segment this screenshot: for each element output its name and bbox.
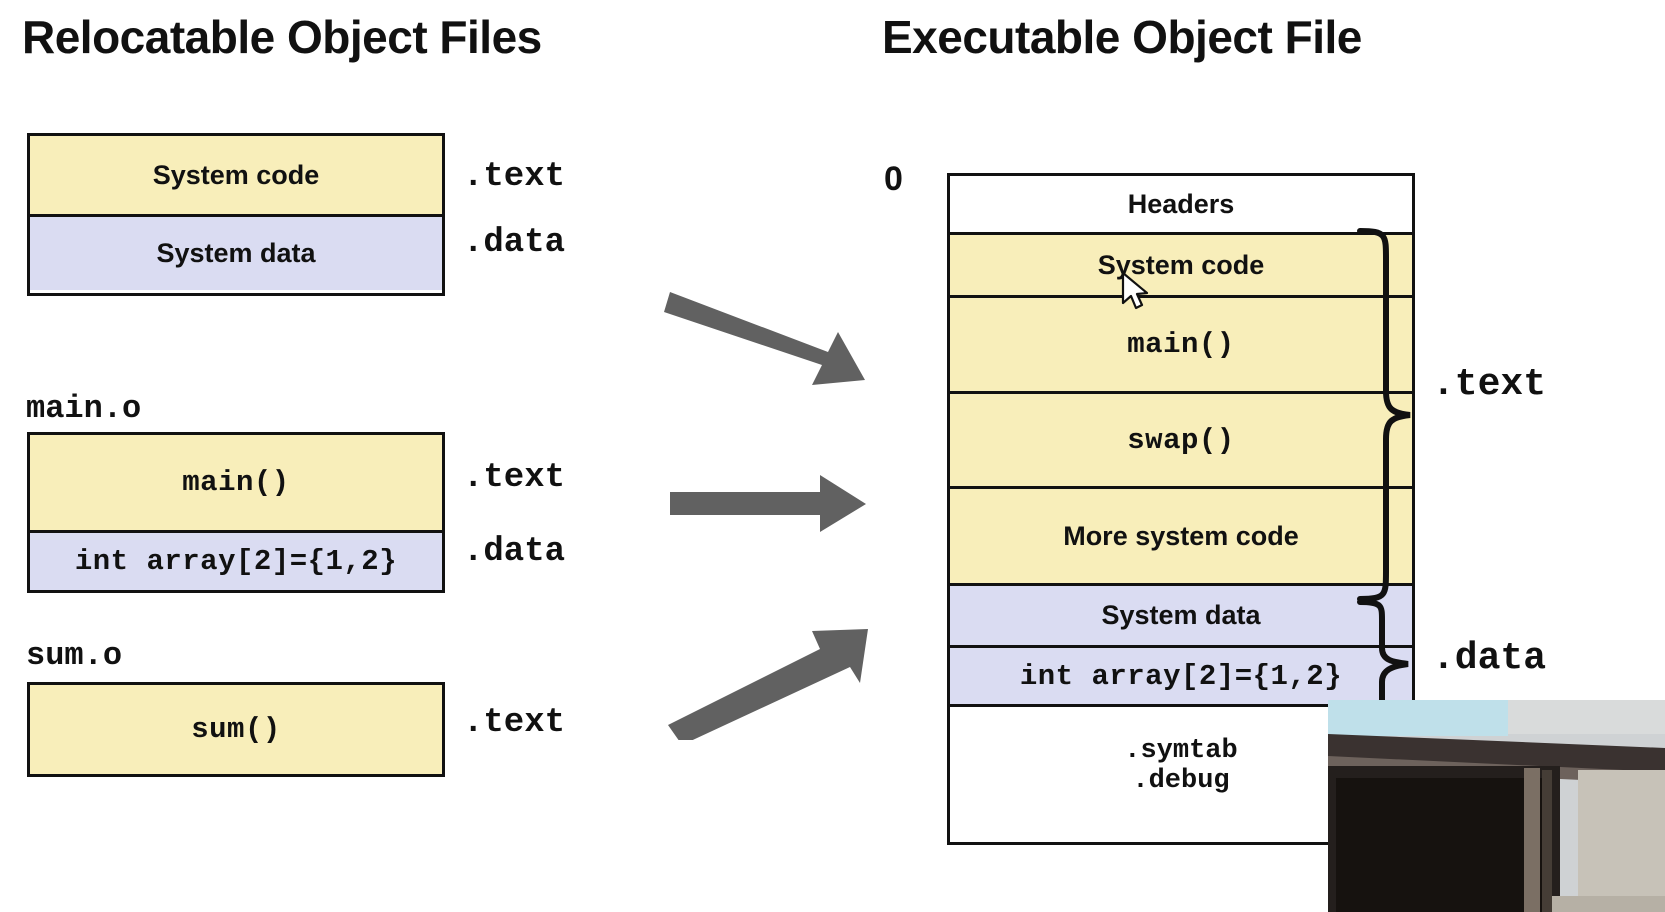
- page-title-right: Executable Object File: [882, 11, 1362, 63]
- section-note-text-1: .text: [463, 158, 566, 196]
- origin-address-label: 0: [884, 160, 903, 198]
- section-note-data-2: .data: [463, 533, 566, 571]
- arrow-sum-to-exec: [668, 629, 868, 740]
- text-brace-note: .text: [1432, 363, 1547, 406]
- section-label-debug: .debug: [1132, 765, 1230, 796]
- section-label: int array[2]={1,2}: [1019, 659, 1343, 693]
- relocatable-file-main-box: main() int array[2]={1,2}: [27, 432, 445, 593]
- section-label: System code: [1097, 249, 1265, 280]
- exec-row-main: main(): [950, 295, 1412, 391]
- page-title-left: Relocatable Object Files: [22, 11, 542, 63]
- exec-row-headers: Headers: [950, 176, 1412, 232]
- file-name-main-o: main.o: [26, 390, 142, 427]
- section-label: Headers: [1127, 188, 1235, 219]
- section-row-system-code: System code: [30, 136, 442, 214]
- section-note-data-1: .data: [463, 224, 566, 262]
- arrow-system-to-exec: [664, 292, 865, 385]
- webcam-pip-overlay[interactable]: [1328, 700, 1665, 912]
- text-brace: [1357, 228, 1411, 602]
- section-row-sum-text: sum(): [30, 685, 442, 774]
- section-label: int array[2]={1,2}: [74, 545, 398, 578]
- section-label: System data: [156, 238, 316, 268]
- section-note-text-2: .text: [463, 459, 566, 497]
- pip-video-frame: [1328, 700, 1665, 912]
- section-label: System code: [152, 159, 320, 190]
- section-label: System data: [1101, 600, 1261, 630]
- file-name-sum-o: sum.o: [26, 637, 123, 674]
- exec-row-more-system-code: More system code: [950, 486, 1412, 583]
- section-row-main-data: int array[2]={1,2}: [30, 530, 442, 590]
- section-label: main(): [1127, 328, 1235, 361]
- exec-row-system-code: System code: [950, 232, 1412, 295]
- section-label: sum(): [191, 713, 281, 746]
- section-label: swap(): [1127, 423, 1235, 457]
- relocatable-file-sum-box: sum(): [27, 682, 445, 777]
- data-brace-note: .data: [1432, 637, 1547, 680]
- section-row-system-data: System data: [30, 214, 442, 290]
- section-note-text-3: .text: [463, 704, 566, 742]
- section-label: More system code: [1063, 520, 1299, 551]
- exec-row-swap: swap(): [950, 391, 1412, 486]
- section-label-symtab: .symtab: [1124, 735, 1238, 766]
- arrow-main-to-exec: [670, 475, 866, 532]
- exec-row-int-array: int array[2]={1,2}: [950, 645, 1412, 704]
- exec-row-system-data: System data: [950, 583, 1412, 645]
- section-row-main-text: main(): [30, 435, 442, 530]
- relocatable-file-system-box: System code System data: [27, 133, 445, 296]
- section-label: main(): [182, 466, 290, 499]
